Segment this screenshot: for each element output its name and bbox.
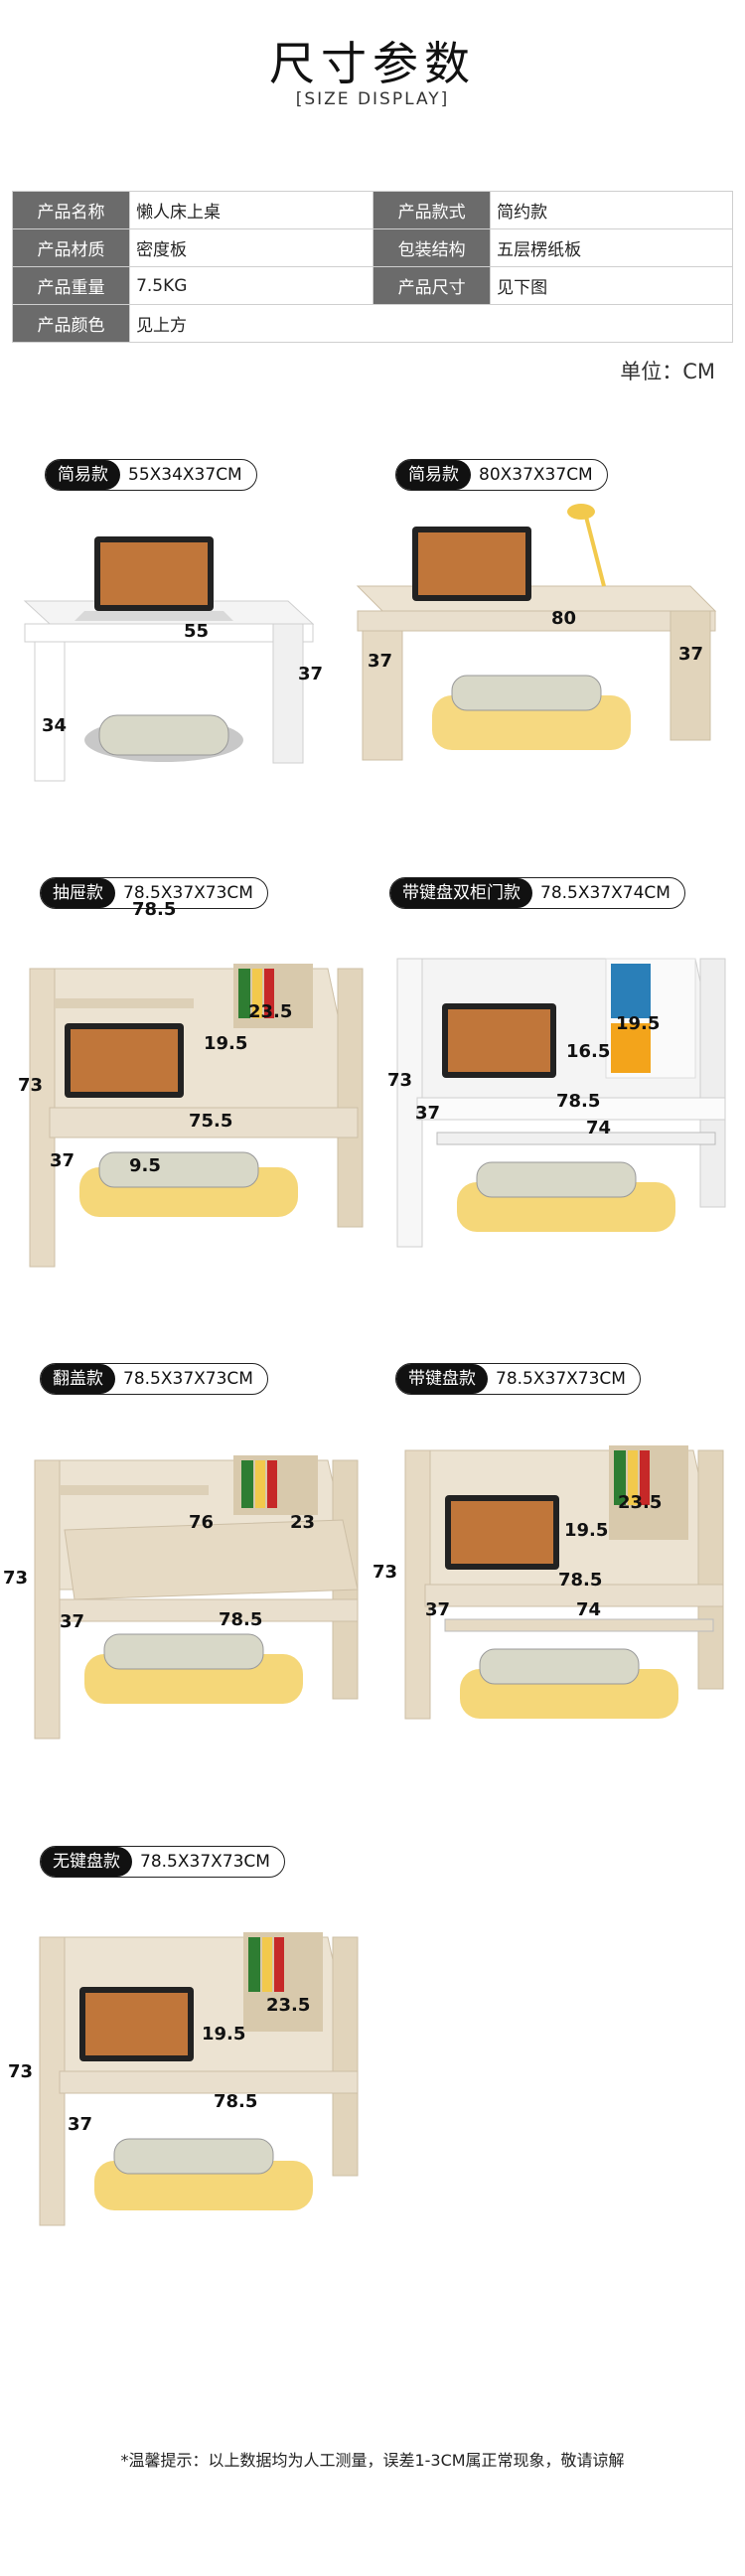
dimension-depth: 37 [415,1103,441,1124]
spec-value: 简约款 [490,191,733,229]
dimension-depth: 37 [368,651,393,672]
disclaimer-note: *温馨提示：以上数据均为人工测量，误差1-3CM属正常现象，敬请谅解 [120,2451,625,2470]
spec-key: 产品材质 [11,228,131,267]
product-tag: 带键盘款 [396,1364,488,1394]
dimension-width: 78.5 [556,1091,601,1112]
dimension-width: 78.5 [132,899,177,920]
keyboard-cabinet-desk-illustration [396,958,726,1248]
table-row: 产品颜色 见上方 [11,304,733,343]
dimension-width: 78.5 [214,2091,258,2112]
dimension-width: 55 [184,621,210,642]
table-row: 产品材质 密度板 包装结构 五层楞纸板 [11,228,733,267]
spec-key: 产品名称 [11,191,131,229]
dimension-height: 73 [18,1075,44,1096]
dimension-depth: 37 [50,1150,75,1171]
product-tag-pill: 抽屉款 78.5X37X73CM [40,877,268,909]
dimension-depth: 34 [42,715,68,736]
dimension-width: 80 [551,608,577,629]
product-dimensions: 78.5X37X73CM [123,883,253,903]
flip-lid-desk-illustration [34,1455,359,1740]
spec-key: 产品重量 [11,266,131,305]
drawer-desk-illustration [29,964,364,1268]
dimension-shelf-height: 19.5 [202,2024,246,2045]
simple-desk-wood-illustration [356,504,717,761]
dimension-width: 78.5 [219,1609,263,1630]
keyboard-desk-illustration [404,1445,724,1720]
spec-value: 7.5KG [129,266,374,305]
product-tag-pill: 简易款 80X37X37CM [395,459,608,491]
product-tag-pill: 带键盘款 78.5X37X73CM [395,1363,641,1395]
dimension-shelf-height: 19.5 [564,1520,609,1541]
product-tag: 无键盘款 [41,1847,132,1877]
product-dimensions: 78.5X37X73CM [140,1852,270,1872]
dimension-depth: 37 [60,1611,85,1632]
dimension-door-height: 19.5 [616,1013,661,1034]
product-tag: 简易款 [396,460,471,490]
product-tag: 带键盘双柜门款 [390,878,532,908]
dimension-lid-width: 76 [189,1512,215,1533]
product-tag: 翻盖款 [41,1364,115,1394]
dimension-keyboard-width: 74 [586,1118,612,1138]
table-row: 产品重量 7.5KG 产品尺寸 见下图 [11,266,733,305]
dimension-keyboard-width: 74 [576,1599,602,1620]
dimension-shelf: 23.5 [618,1492,663,1513]
dimension-depth: 37 [425,1599,451,1620]
spec-value: 五层楞纸板 [490,228,733,267]
product-dimensions: 80X37X37CM [479,465,593,485]
dimension-height: 73 [372,1562,398,1583]
unit-label: 单位：CM [620,360,715,383]
product-dimensions: 78.5X37X73CM [123,1369,253,1389]
dimension-drawer-height: 9.5 [129,1155,161,1176]
product-dimensions: 55X34X37CM [128,465,242,485]
dimension-drawer-width: 75.5 [189,1111,233,1132]
product-tag: 简易款 [46,460,120,490]
dimension-shelf-height: 16.5 [566,1041,611,1062]
product-tag: 抽屉款 [41,878,115,908]
simple-desk-white-illustration [23,536,315,782]
table-row: 产品名称 懒人床上桌 产品款式 简约款 [11,191,733,229]
spec-key: 产品颜色 [11,304,131,343]
product-dimensions: 78.5X37X74CM [540,883,670,903]
no-keyboard-desk-illustration [39,1932,359,2226]
spec-value: 密度板 [129,228,374,267]
product-tag-pill: 翻盖款 78.5X37X73CM [40,1363,268,1395]
spec-value: 见上方 [129,304,733,343]
dimension-width: 78.5 [558,1570,603,1591]
product-tag-pill: 无键盘款 78.5X37X73CM [40,1846,285,1878]
spec-value: 懒人床上桌 [129,191,374,229]
spec-key: 产品款式 [372,191,492,229]
product-tag-pill: 带键盘双柜门款 78.5X37X74CM [389,877,685,909]
spec-value: 见下图 [490,266,733,305]
dimension-height: 73 [8,2061,34,2082]
dimension-shelf: 23.5 [266,1995,311,2016]
dimension-height: 37 [298,664,324,684]
spec-table: 产品名称 懒人床上桌 产品款式 简约款 产品材质 密度板 包装结构 五层楞纸板 … [11,191,733,343]
page-title: 尺寸参数 [269,37,476,90]
dimension-lid-depth: 23 [290,1512,316,1533]
dimension-shelf-height: 19.5 [204,1033,248,1054]
dimension-shelf: 23.5 [248,1001,293,1022]
spec-key: 产品尺寸 [372,266,492,305]
product-dimensions: 78.5X37X73CM [496,1369,626,1389]
dimension-depth: 37 [68,2114,93,2135]
dimension-height: 73 [3,1568,29,1589]
dimension-height: 73 [387,1070,413,1091]
spec-key: 包装结构 [372,228,492,267]
product-tag-pill: 简易款 55X34X37CM [45,459,257,491]
dimension-height: 37 [678,644,704,665]
page-subtitle: [SIZE DISPLAY] [295,89,450,109]
